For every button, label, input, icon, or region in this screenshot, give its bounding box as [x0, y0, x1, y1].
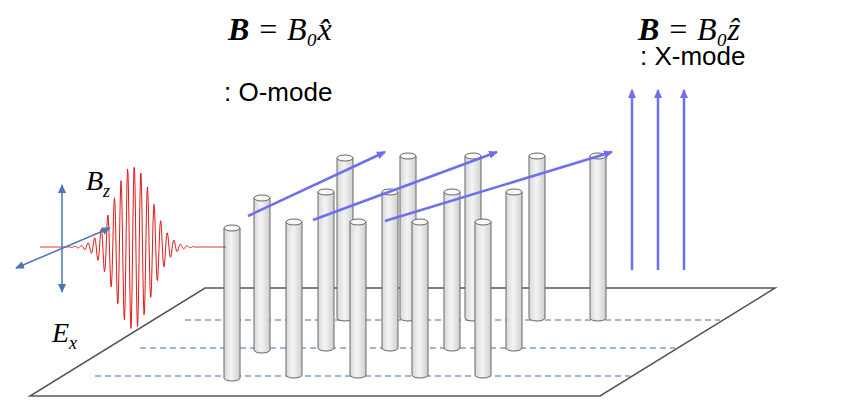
rod: [475, 222, 491, 378]
rod: [506, 192, 522, 351]
rod-top: [254, 195, 270, 201]
dashed-grid: [95, 320, 720, 376]
field-component: Ex: [52, 318, 77, 353]
rod: [444, 192, 460, 351]
rod: [529, 156, 545, 321]
field-axes: [16, 185, 110, 292]
rod-top: [350, 219, 366, 225]
wave-packet: [40, 167, 226, 328]
rod: [224, 228, 240, 381]
rod-top: [337, 155, 353, 161]
rod: [382, 192, 398, 351]
rod-top: [286, 219, 302, 225]
rod: [590, 156, 606, 321]
rod-top: [224, 225, 240, 231]
rod-top: [318, 189, 334, 195]
mode-label: : O-mode: [224, 78, 332, 107]
rod-top: [444, 189, 460, 195]
rod: [254, 198, 270, 353]
rod-top: [506, 189, 522, 195]
rod-top: [400, 153, 416, 159]
field-arrows: [248, 90, 684, 270]
field-equation: B = B₀x̂: [228, 12, 332, 47]
rod-top: [475, 219, 491, 225]
rod: [286, 222, 302, 378]
rod-top: [412, 219, 428, 225]
field-component: Bz: [86, 166, 110, 201]
rod-top: [529, 153, 545, 159]
wave: [40, 167, 226, 328]
rod: [350, 222, 366, 378]
mode-label: : X-mode: [640, 42, 746, 71]
rod-array: [224, 153, 606, 381]
rod: [412, 222, 428, 378]
